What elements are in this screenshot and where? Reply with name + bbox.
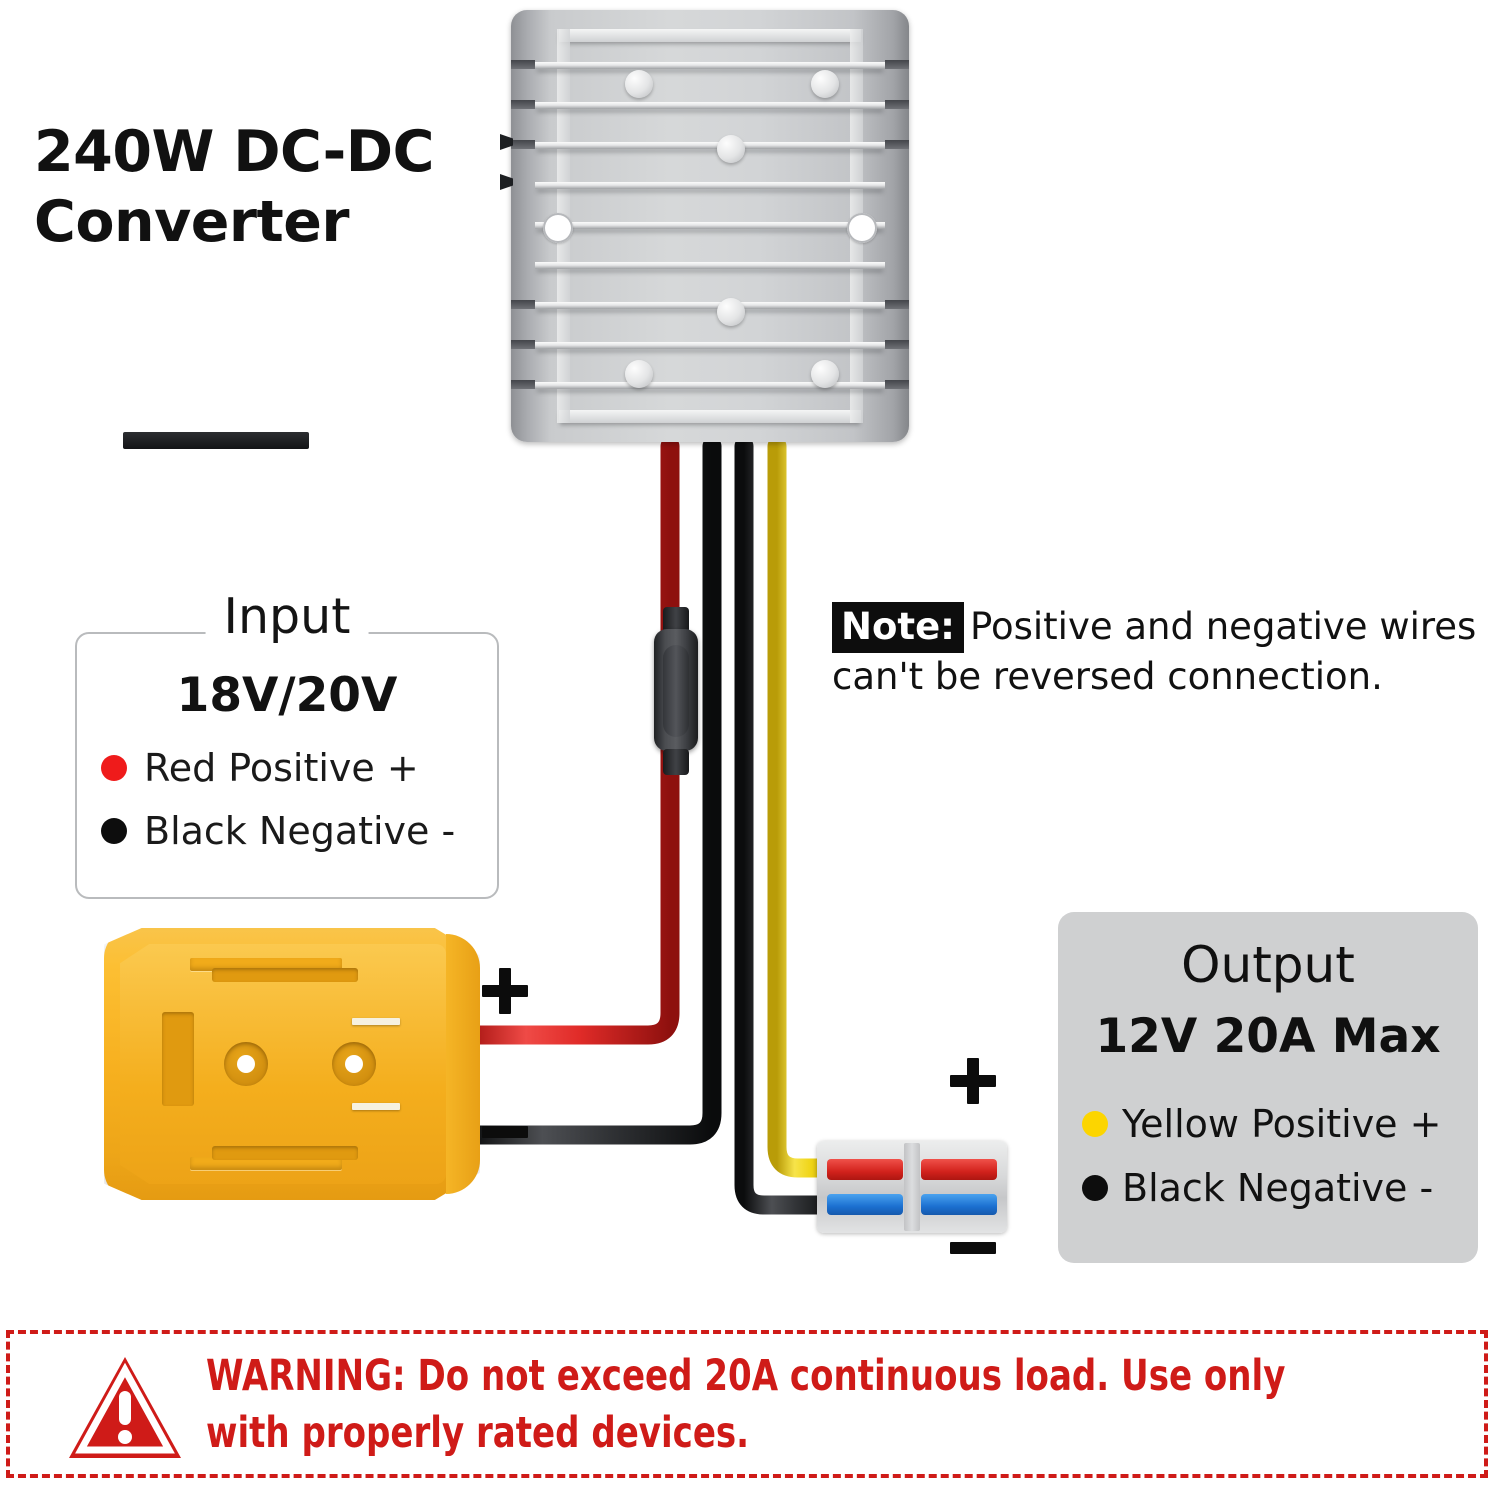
converter-wire-exit-base: [123, 432, 309, 449]
warning-line-2: with properly rated devices.: [206, 1407, 750, 1458]
page-title: 240W DC-DC Converter: [34, 119, 434, 255]
input-voltage-value: 18V/20V: [176, 668, 398, 723]
yellow-dot: [1082, 1111, 1108, 1137]
input-legend-label-black: Black Negative -: [144, 809, 456, 853]
input-panel-border: [75, 632, 499, 899]
warning-text: WARNING: Do not exceed 20A continuous lo…: [206, 1348, 1317, 1462]
battery-adapter-yellow: [104, 928, 480, 1200]
battery-minus-mark: [482, 1126, 528, 1138]
red-dot: [101, 755, 127, 781]
note-line-2: can't be reversed connection.: [832, 655, 1383, 699]
warning-triangle-icon: [69, 1357, 181, 1458]
note-tag-label: Note:: [832, 602, 964, 654]
warning-line-1: WARNING: Do not exceed 20A continuous lo…: [206, 1351, 1286, 1401]
wire-black-output-negative: [734, 436, 846, 1215]
black-dot: [1082, 1175, 1108, 1201]
dc-dc-converter-module: [500, 10, 909, 442]
note-block: Note:Positive and negative wires can't b…: [832, 602, 1492, 701]
output-legend-label-yellow: Yellow Positive +: [1122, 1102, 1442, 1146]
black-dot: [101, 818, 127, 844]
note-line-1: Positive and negative wires: [969, 605, 1477, 648]
input-legend-row-black: Black Negative -: [101, 809, 455, 853]
output-plus-mark: [950, 1058, 996, 1104]
output-spec-panel: Output 12V 20A Max Yellow Positive + Bla…: [1058, 912, 1478, 1263]
battery-plus-mark: [482, 968, 528, 1014]
inline-fuse-holder: [654, 607, 698, 775]
output-minus-mark: [950, 1242, 996, 1254]
wire-yellow-output-positive: [767, 436, 846, 1178]
input-legend-label-red: Red Positive +: [144, 746, 419, 790]
input-legend-row-red: Red Positive +: [101, 746, 419, 790]
output-spec-value: 12V 20A Max: [1095, 1009, 1441, 1064]
quick-wire-connector: [817, 1141, 1007, 1233]
input-panel-legend: Input: [205, 588, 369, 645]
input-spec-panel: Input 18V/20V Red Positive + Black Negat…: [75, 588, 499, 899]
output-legend-row-yellow: Yellow Positive +: [1082, 1102, 1441, 1146]
wire-black-input-negative: [460, 436, 722, 1145]
wire-red-input-positive: [460, 436, 680, 1045]
warning-banner: WARNING: Do not exceed 20A continuous lo…: [6, 1330, 1488, 1478]
output-legend-row-black: Black Negative -: [1082, 1166, 1433, 1210]
output-panel-title: Output: [1181, 936, 1355, 994]
output-legend-label-black: Black Negative -: [1122, 1166, 1434, 1210]
